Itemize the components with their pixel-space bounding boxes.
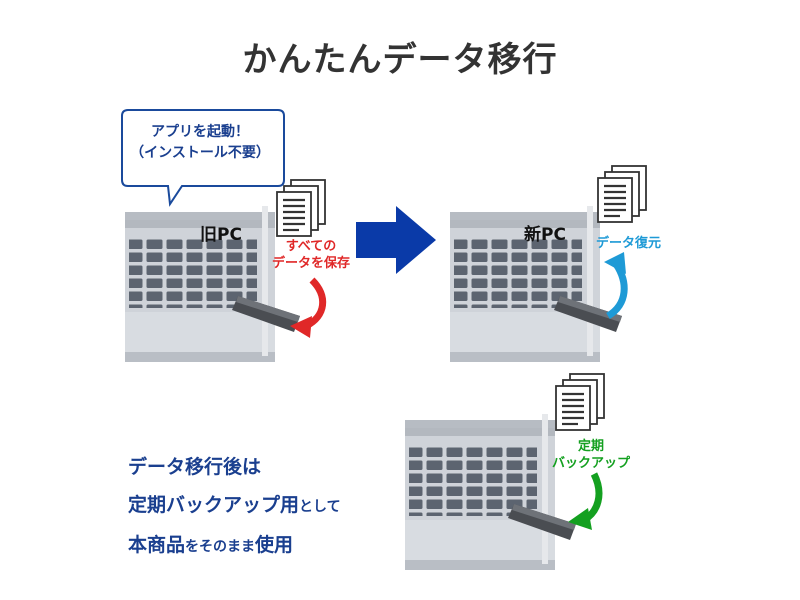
backup-label-line-1: 定期 xyxy=(577,439,604,454)
bottom-line-3-main: 本商品 xyxy=(128,534,186,556)
bottom-line-3-small: をそのまま xyxy=(185,539,256,555)
bubble-text: アプリを起動！ （インストール不要） xyxy=(120,122,280,164)
old-pc-action-line-2: データを保存 xyxy=(271,256,350,271)
page-title: かんたんデータ移行 xyxy=(242,40,558,80)
bottom-line-2-main: 定期バックアップ用 xyxy=(128,494,300,516)
bottom-line-2-small: として xyxy=(299,499,341,515)
new-pc-action: データ復元 xyxy=(596,236,662,251)
old-pc-action-line-1: すべての xyxy=(285,239,337,254)
save-arrow-head xyxy=(290,316,312,338)
backup-label-line-2: バックアップ xyxy=(551,456,630,471)
old-pc-document-stack-icon xyxy=(275,178,327,238)
new-pc-label: 新PC xyxy=(524,225,566,245)
restore-arrow-head xyxy=(604,252,626,274)
bubble-line-2: （インストール不要） xyxy=(130,145,270,161)
old-pc-action: すべての データを保存 xyxy=(266,238,356,272)
bottom-line-1: データ移行後は xyxy=(128,456,262,478)
old-pc-laptop-icon xyxy=(125,206,275,362)
old-pc-label: 旧PC xyxy=(200,225,242,245)
backup-arrow-head xyxy=(568,508,592,530)
backup-label: 定期 バックアップ xyxy=(546,438,636,472)
speech-bubble-icon xyxy=(121,109,285,207)
bubble-line-1: アプリを起動！ xyxy=(151,124,249,140)
new-pc-laptop-icon xyxy=(450,206,600,362)
restore-arrow-icon xyxy=(605,262,628,319)
backup-document-stack-icon xyxy=(554,372,606,432)
new-pc-document-stack-icon xyxy=(596,164,648,224)
backup-pc-laptop-icon xyxy=(405,414,555,570)
bottom-description: データ移行後は 定期バックアップ用として 本商品をそのまま使用 xyxy=(128,448,341,566)
bottom-line-3: 本商品をそのまま使用 xyxy=(128,526,341,566)
bottom-line-3-end: 使用 xyxy=(255,534,294,556)
transfer-right-arrow-icon xyxy=(356,206,436,274)
bottom-line-2: 定期バックアップ用として xyxy=(128,486,341,526)
